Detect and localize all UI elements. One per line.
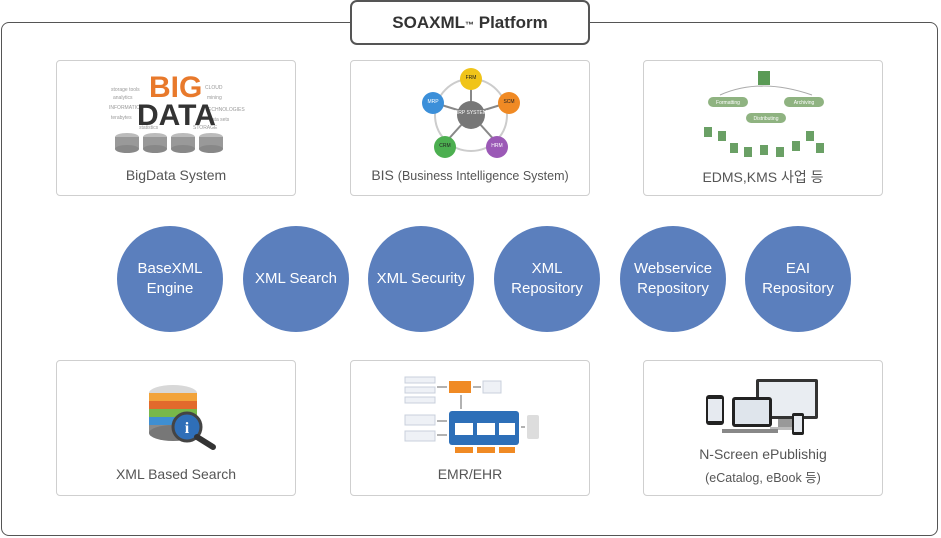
service-basexml-engine: BaseXML Engine [117, 226, 223, 332]
platform-title-suffix: Platform [474, 12, 548, 32]
service-xml-search: XML Search [243, 226, 349, 332]
svg-text:i: i [185, 420, 190, 437]
emr-label: EMR/EHR [437, 466, 503, 482]
erp-node-scm: SCM [503, 99, 514, 105]
svg-text:statistics: statistics [139, 125, 159, 131]
erp-node-mrp: MRP [427, 99, 439, 105]
service-webservice-repository: Webservice Repository [620, 226, 726, 332]
platform-title-text: SOAXML [392, 12, 466, 32]
svg-text:data sets: data sets [209, 117, 230, 123]
service-line2: Repository [637, 280, 709, 297]
bigdata-label: BigData System [125, 167, 227, 183]
nscreen-sublabel: (eCatalog, eBook 등) [705, 471, 821, 485]
trademark-mark: ™ [465, 19, 475, 30]
svg-text:analytics: analytics [113, 95, 133, 101]
data-word: DATA [137, 99, 216, 132]
card-emr: EMR/EHR [350, 360, 590, 496]
card-edms: Formatting Archiving Distributing EDMS,K… [643, 60, 883, 196]
edms-label: EDMS,KMS 사업 등 [702, 169, 824, 185]
service-line1: BaseXML [137, 260, 203, 277]
service-line2: Repository [511, 280, 583, 297]
service-line1: XML Security [376, 270, 466, 287]
service-line2: Repository [762, 280, 834, 297]
svg-text:terabytes: terabytes [111, 115, 132, 121]
card-bis: ERP SYSTEM FRM SCM HRM CRM MRP BIS (Busi… [350, 60, 590, 196]
service-line1: Webservice [633, 260, 713, 277]
service-eai-repository: EAI Repository [745, 226, 851, 332]
svg-text:CLOUD: CLOUD [205, 85, 223, 91]
multi-device-icon [706, 379, 818, 435]
service-xml-security: XML Security [368, 226, 474, 332]
bis-label-main: BIS [371, 167, 394, 183]
edms-step-formatting: Formatting [716, 100, 740, 106]
service-line1: XML [531, 260, 563, 277]
database-search-icon: i [149, 385, 216, 450]
service-line1: EAI [785, 260, 811, 277]
svg-text:STORAGE: STORAGE [193, 125, 218, 131]
erp-node-hrm: HRM [491, 143, 502, 149]
service-line2: Engine [146, 280, 194, 297]
edms-step-distributing: Distributing [753, 116, 778, 122]
svg-text:mining: mining [207, 95, 222, 101]
xml-search-label: XML Based Search [115, 466, 237, 482]
nscreen-label: N-Screen ePublishig [699, 446, 827, 462]
bis-label-detail: (Business Intelligence System) [397, 169, 569, 183]
erp-node-crm: CRM [439, 143, 450, 149]
svg-text:storage tools: storage tools [111, 87, 140, 93]
card-nscreen: N-Screen ePublishig (eCatalog, eBook 등) [643, 360, 883, 496]
bis-label: BIS (Business Intelligence System) [351, 167, 589, 183]
svg-text:TECHNOLOGIES: TECHNOLOGIES [205, 107, 245, 113]
emr-flow-diagram [404, 376, 539, 453]
svg-text:INFORMATION: INFORMATION [109, 105, 144, 111]
edms-diagram: Formatting Archiving Distributing [704, 71, 824, 157]
erp-diagram: ERP SYSTEM FRM SCM HRM CRM MRP [422, 68, 520, 158]
service-xml-repository: XML Repository [494, 226, 600, 332]
big-word: BIG [149, 71, 202, 104]
service-line1: XML Search [255, 270, 337, 287]
card-xml-search: i XML Based Search [56, 360, 296, 496]
erp-node-frm: FRM [466, 75, 477, 81]
edms-step-archiving: Archiving [794, 100, 815, 106]
erp-center-label: ERP SYSTEM [455, 110, 487, 116]
database-stack-icons [115, 133, 223, 153]
